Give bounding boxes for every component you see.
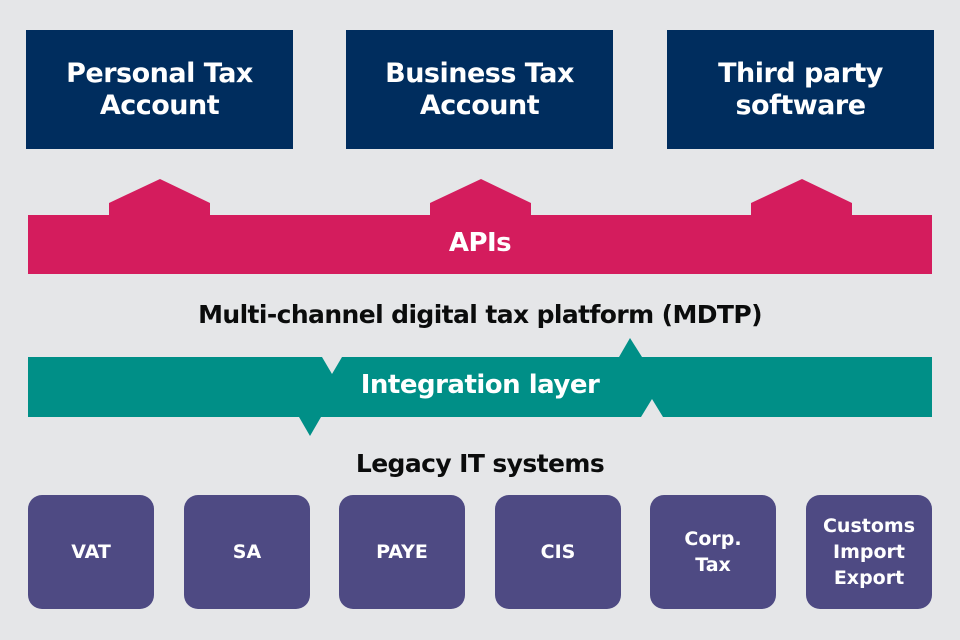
legacy-label-line: Customs [822,515,916,537]
legacy-system-sa: SA [184,495,310,609]
legacy-label-line: Corp. [684,528,742,550]
integration-band [28,338,932,436]
legacy-label-line: SA [232,541,262,563]
legacy-label-line: Export [833,567,905,589]
legacy-label-line: Import [833,541,905,563]
legacy-label-line: PAYE [376,541,428,563]
legacy-label-line: Tax [695,554,731,576]
apis-band [28,179,932,274]
platform-heading: Multi-channel digital tax platform (MDTP… [198,300,762,329]
legacy-system-paye: PAYE [339,495,465,609]
box-label-line: Personal Tax [66,57,253,89]
box-label-line: Account [99,89,220,121]
legacy-system-cis: CIS [495,495,621,609]
box-label-line: software [735,89,866,121]
box-label-line: Third party [718,57,883,89]
box-label-line: Business Tax [385,57,574,89]
legacy-heading: Legacy IT systems [355,449,605,478]
apis-label: APIs [448,228,512,258]
legacy-label-line: CIS [540,541,576,563]
box-label-line: Account [419,89,540,121]
legacy-system-vat: VAT [28,495,154,609]
integration-layer-label: Integration layer [360,370,600,400]
legacy-system-customs: Customs Import Export [806,495,932,609]
legacy-system-corp-tax: Corp. Tax [650,495,776,609]
legacy-label-line: VAT [71,541,111,563]
